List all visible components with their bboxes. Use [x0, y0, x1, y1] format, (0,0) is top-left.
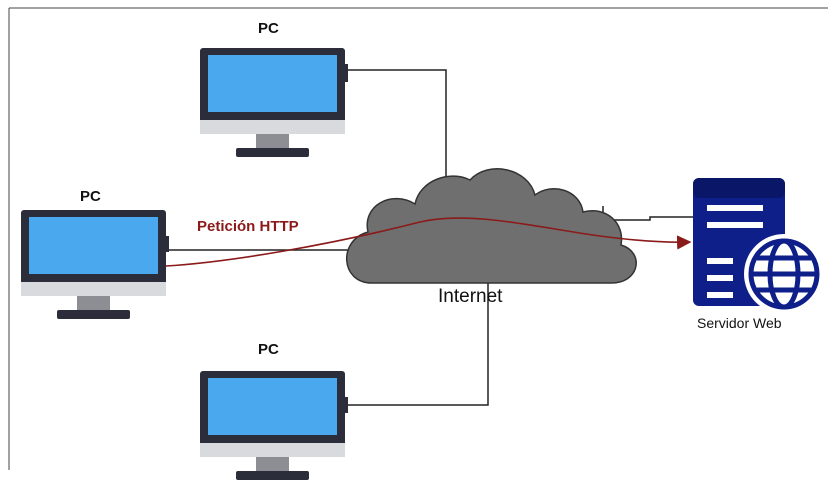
drive-bay-3 — [707, 258, 733, 264]
monitor-port — [345, 397, 348, 413]
monitor-chin — [200, 120, 345, 134]
cloud-shape — [345, 168, 637, 284]
pc-bottom-label: PC — [258, 341, 279, 358]
monitor-base — [57, 310, 130, 319]
monitor-neck — [256, 457, 289, 471]
http-request-arrow — [165, 217, 692, 267]
monitor-neck — [77, 296, 110, 310]
drive-bay-1 — [707, 205, 763, 211]
link-pc-bottom-internet — [345, 282, 489, 406]
http-request-label: Petición HTTP — [197, 218, 299, 235]
internet-cloud: Internet — [345, 168, 637, 307]
pc-top-label: PC — [258, 20, 279, 37]
monitor-neck — [256, 134, 289, 148]
internet-label: Internet — [438, 286, 503, 307]
monitor-chin — [21, 282, 166, 296]
server-top-panel — [693, 178, 785, 198]
drive-bay-5 — [707, 292, 733, 298]
monitor-base — [236, 148, 309, 157]
pc-bottom — [200, 371, 348, 480]
link-internet-server — [602, 206, 693, 221]
link-pc-top-internet — [346, 69, 447, 185]
web-server: Servidor Web — [693, 178, 824, 331]
monitor-port — [345, 64, 348, 82]
http-request-edge: Petición HTTP — [165, 217, 692, 267]
pc-top — [200, 48, 348, 157]
globe-icon — [748, 238, 820, 310]
monitor-base — [236, 471, 309, 480]
monitor-screen — [208, 55, 337, 112]
drive-bay-2 — [707, 222, 763, 228]
server-label: Servidor Web — [697, 315, 782, 331]
drive-bay-4 — [707, 275, 733, 281]
monitor-port — [166, 236, 169, 252]
pc-left — [21, 210, 169, 319]
monitor-screen — [208, 378, 337, 435]
monitor-screen — [29, 217, 158, 274]
pc-left-label: PC — [80, 188, 101, 205]
monitor-chin — [200, 443, 345, 457]
